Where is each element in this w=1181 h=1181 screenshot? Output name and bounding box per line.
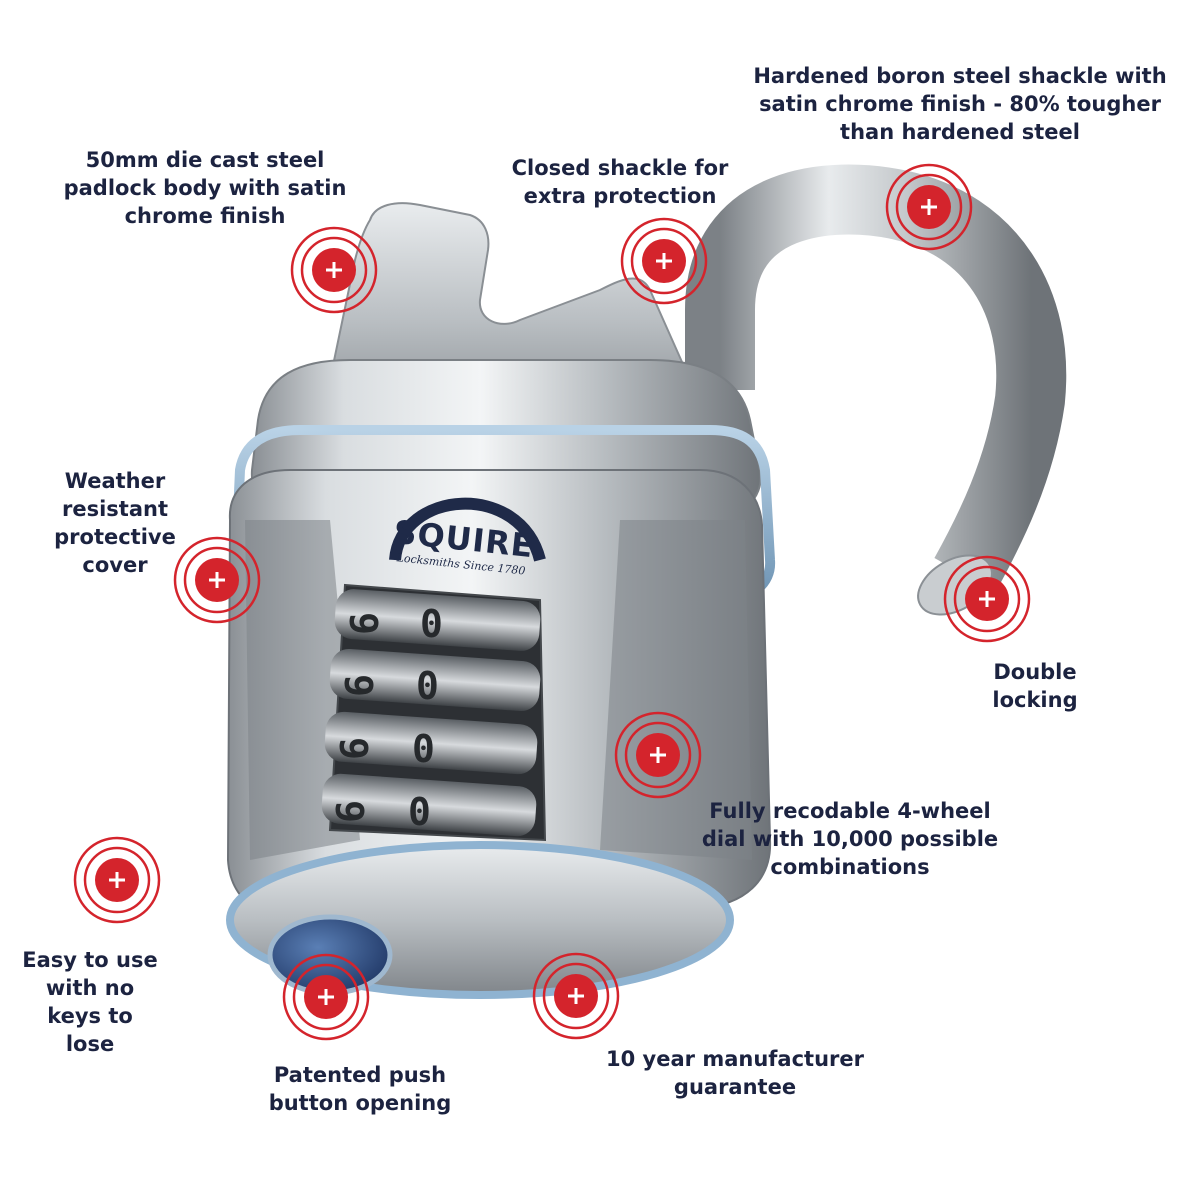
plus-in-concentric-rings-icon [614,711,702,799]
hotspot-dial[interactable] [613,710,703,800]
label-push-button: Patented push button opening [268,1063,452,1115]
hotspot-body[interactable] [289,225,379,315]
label-easy-to-use: Easy to use with no keys to lose [22,948,158,1056]
svg-text:6: 6 [329,800,373,823]
hotspot-cover[interactable] [172,535,262,625]
label-cover: Weather resistant protective cover [54,469,176,577]
svg-text:0: 0 [412,727,435,771]
plus-in-concentric-rings-icon [173,536,261,624]
label-closed-shackle: Closed shackle for extra protection [511,156,729,208]
label-guarantee: 10 year manufacturer guarantee [606,1047,864,1099]
plus-in-concentric-rings-icon [885,163,973,251]
svg-text:0: 0 [420,602,443,646]
svg-text:0: 0 [408,790,431,834]
plus-in-concentric-rings-icon [620,217,708,305]
hotspot-double-locking[interactable] [942,554,1032,644]
label-dial: Fully recodable 4-wheel dial with 10,000… [701,799,999,879]
plus-in-concentric-rings-icon [282,953,370,1041]
hotspot-easy-to-use[interactable] [72,835,162,925]
hotspot-closed-shackle[interactable] [619,216,709,306]
plus-in-concentric-rings-icon [290,226,378,314]
label-shackle: Hardened boron steel shackle with satin … [753,64,1167,144]
dial-wheels: 6 0 6 0 6 0 6 0 [321,589,541,837]
plus-in-concentric-rings-icon [532,952,620,1040]
svg-text:6: 6 [338,674,382,697]
plus-in-concentric-rings-icon [943,555,1031,643]
svg-text:0: 0 [416,664,439,708]
svg-text:6: 6 [343,612,387,635]
label-body: 50mm die cast steel padlock body with sa… [63,148,347,228]
hotspot-shackle[interactable] [884,162,974,252]
hotspot-push-button[interactable] [281,952,371,1042]
plus-in-concentric-rings-icon [73,836,161,924]
hotspot-guarantee[interactable] [531,951,621,1041]
label-double-locking: Double locking [992,660,1078,712]
svg-text:6: 6 [333,737,377,760]
